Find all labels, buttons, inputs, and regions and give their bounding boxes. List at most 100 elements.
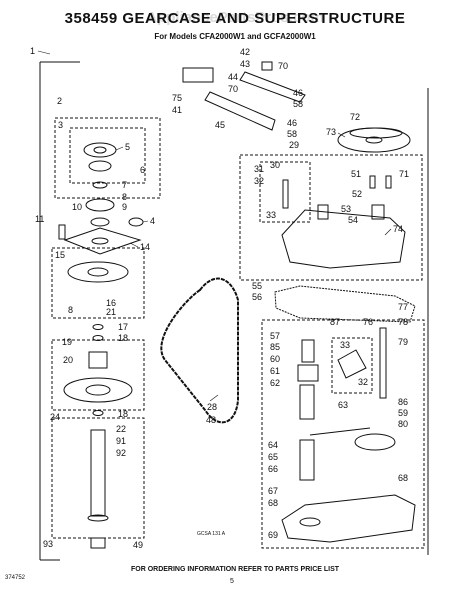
clip-43 xyxy=(261,61,273,71)
leader-1 xyxy=(37,50,51,55)
callout-29: 29 xyxy=(289,140,299,150)
leader-28 xyxy=(209,394,219,402)
pulley-lower-hub xyxy=(85,384,111,396)
pulley-upper xyxy=(67,261,129,283)
callout-64: 64 xyxy=(268,440,278,450)
callout-51: 51 xyxy=(351,169,361,179)
callout-18: 18 xyxy=(118,333,128,343)
callout-46b: 46 xyxy=(287,118,297,128)
callout-56: 56 xyxy=(252,292,262,302)
leader-74 xyxy=(384,228,392,236)
gear-5 xyxy=(83,142,117,158)
callout-54: 54 xyxy=(348,215,358,225)
gear-80 xyxy=(354,433,396,451)
callout-28: 28 xyxy=(207,402,217,412)
spring-11 xyxy=(58,224,66,240)
callout-87: 87 xyxy=(330,317,340,327)
callout-61: 61 xyxy=(270,366,280,376)
callout-21: 21 xyxy=(106,307,116,317)
callout-11: 11 xyxy=(35,214,44,224)
callout-53: 53 xyxy=(341,204,351,214)
drive-belt-28 xyxy=(160,277,239,424)
plate-14 xyxy=(63,227,142,255)
callout-66: 66 xyxy=(268,464,278,474)
callout-18b: 18 xyxy=(118,409,128,419)
washer-17 xyxy=(92,324,104,330)
callout-68b: 68 xyxy=(398,473,408,483)
callout-4: 4 xyxy=(150,216,155,226)
callout-2: 2 xyxy=(57,96,62,106)
post-53 xyxy=(317,204,329,220)
callout-65: 65 xyxy=(268,452,278,462)
callout-17: 17 xyxy=(118,322,128,332)
gear-5-inner xyxy=(93,146,107,154)
shaft-66 xyxy=(299,439,315,481)
callout-71: 71 xyxy=(399,169,409,179)
pulley-lower xyxy=(63,377,133,403)
pulley-73-hub xyxy=(365,136,383,144)
plate-14-hole xyxy=(91,237,109,245)
shift-lever-32 xyxy=(337,349,367,379)
callout-33: 33 xyxy=(266,210,276,220)
callout-77: 77 xyxy=(398,302,408,312)
shaft-62 xyxy=(299,384,315,420)
callout-5: 5 xyxy=(125,142,130,152)
shaft-24 xyxy=(90,429,106,517)
screw-30 xyxy=(282,179,289,209)
group-box-31 xyxy=(259,161,311,223)
callout-3: 3 xyxy=(58,120,63,130)
model-subtitle: For Models CFA2000W1 and GCFA2000W1 xyxy=(154,32,316,41)
nut-49 xyxy=(90,537,106,549)
rod-79 xyxy=(379,327,387,399)
leader-5 xyxy=(115,146,124,151)
callout-57: 57 xyxy=(270,331,280,341)
callout-91: 91 xyxy=(116,436,126,446)
callout-85: 85 xyxy=(270,342,280,352)
callout-55: 55 xyxy=(252,281,262,291)
callout-45: 45 xyxy=(215,120,225,130)
main-assembly-bracket xyxy=(39,61,80,561)
gearcase-base-hole xyxy=(299,517,321,527)
callout-46: 46 xyxy=(293,88,303,98)
leader-73 xyxy=(337,132,346,138)
pulley-73 xyxy=(337,127,411,153)
callout-32b: 32 xyxy=(358,377,368,387)
group-box-15 xyxy=(51,247,145,319)
callout-6: 6 xyxy=(140,165,145,175)
clip-4 xyxy=(128,217,144,227)
callout-59: 59 xyxy=(398,408,408,418)
group-box-19 xyxy=(51,339,145,411)
callout-63: 63 xyxy=(338,400,348,410)
gearcase-cover-74 xyxy=(281,209,406,269)
callout-9: 9 xyxy=(122,202,127,212)
callout-44: 44 xyxy=(228,72,238,82)
washer-10 xyxy=(90,217,110,227)
callout-58b: 58 xyxy=(287,129,297,139)
pulley-upper-hub xyxy=(87,267,109,277)
catalog-code: 374752 xyxy=(5,575,26,581)
lever-44 xyxy=(239,71,306,103)
callout-8b: 8 xyxy=(68,305,73,315)
callout-69: 69 xyxy=(268,530,278,540)
callout-10: 10 xyxy=(72,202,82,212)
figure-reference: GCSA 131 A xyxy=(197,531,226,537)
screw-71 xyxy=(385,175,392,189)
callout-60: 60 xyxy=(270,354,280,364)
callout-16: 16 xyxy=(106,298,116,308)
callout-67: 67 xyxy=(268,486,278,496)
washer-18 xyxy=(92,335,104,341)
screw-51 xyxy=(369,175,376,189)
callout-70: 70 xyxy=(278,61,288,71)
spring-60 xyxy=(301,339,315,363)
callout-76: 76 xyxy=(363,317,373,327)
callout-73: 73 xyxy=(326,127,336,137)
callout-42: 42 xyxy=(240,47,250,57)
washer-7 xyxy=(92,181,108,189)
gear-61 xyxy=(297,364,319,382)
gearcase-base-69 xyxy=(281,494,416,543)
group-box-lower xyxy=(261,319,425,549)
shaft-base xyxy=(87,514,109,522)
callout-68: 68 xyxy=(268,498,278,508)
